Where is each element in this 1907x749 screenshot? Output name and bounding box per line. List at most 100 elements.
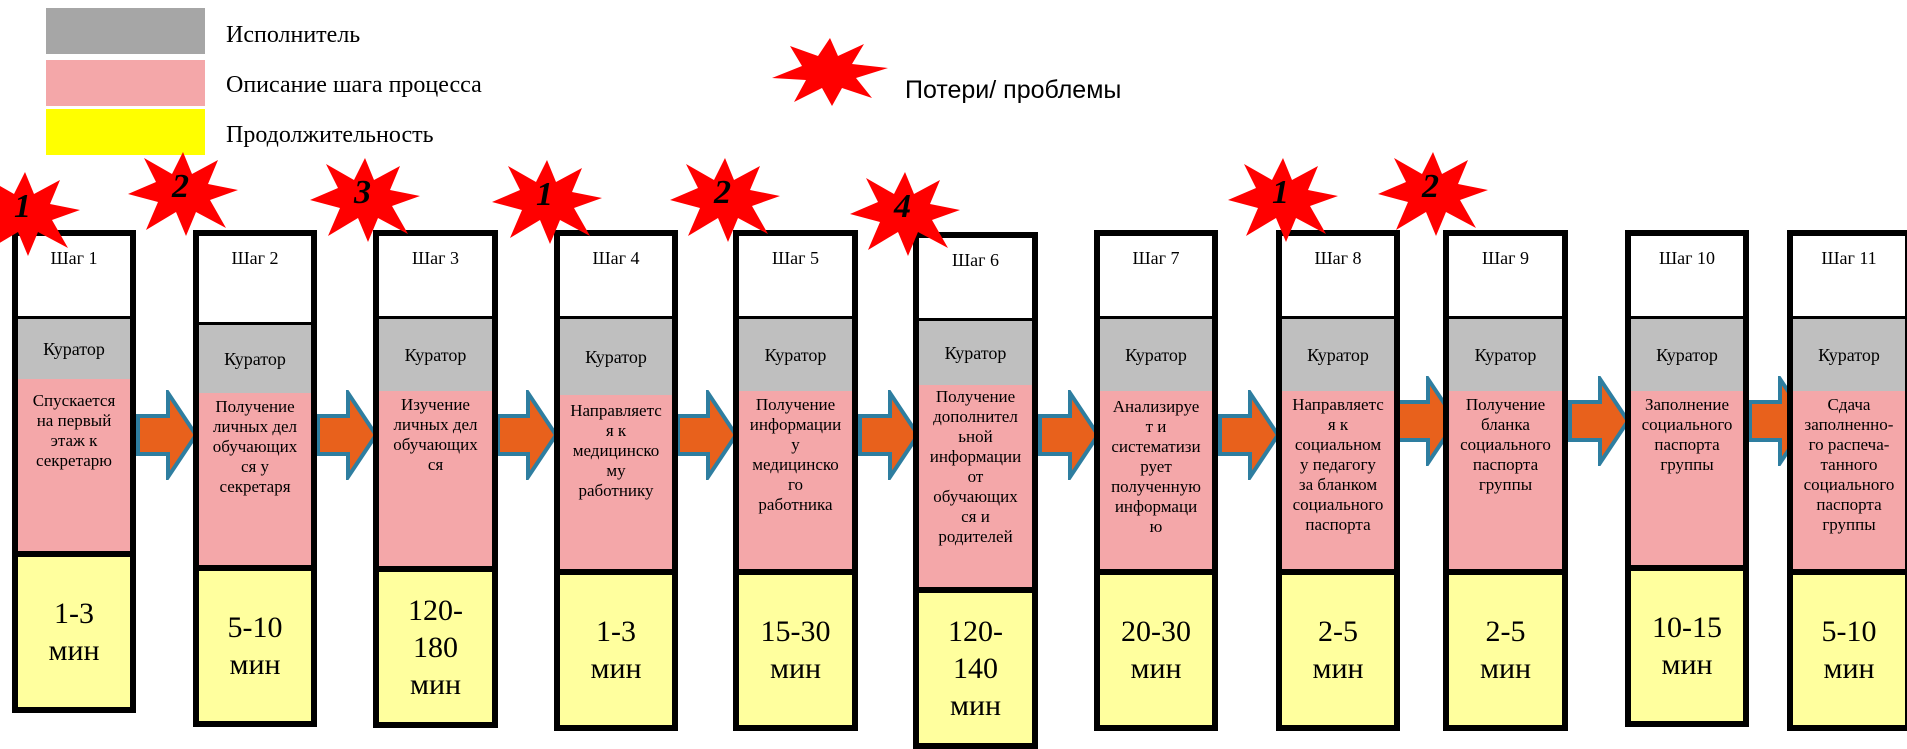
step-duration-line: 15-30 [760, 615, 831, 648]
step-actor: Куратор [1449, 319, 1562, 391]
step-description-line: медицинско [752, 455, 839, 474]
step-actor: Куратор [919, 321, 1032, 385]
step-description-line: социального [1292, 495, 1384, 514]
loss-burst-icon [1228, 158, 1338, 242]
step-duration-line: 120- [408, 593, 463, 627]
step-actor: Куратор [1631, 319, 1743, 391]
step-description-line: го распеча- [1808, 435, 1890, 454]
loss-legend-burst-icon [772, 38, 888, 106]
step-duration-line: 120- [948, 614, 1003, 648]
loss-burst-number: 3 [354, 174, 371, 211]
step-duration-line: мин [1661, 648, 1713, 681]
step-description-line: информации [749, 415, 842, 434]
step-description-line: социальном [1294, 435, 1382, 454]
step-description-line: паспорта [1472, 455, 1539, 474]
loss-burst-icon [1378, 152, 1488, 236]
step-divider [1100, 569, 1212, 575]
step-description-line: группы [1660, 455, 1714, 474]
step-divider [1100, 316, 1212, 319]
step-actor: Куратор [18, 319, 130, 379]
step-description-line: личных дел [393, 415, 478, 434]
loss-burst-number: 2 [1422, 168, 1439, 205]
step-title: Шаг 5 [771, 248, 820, 268]
step-duration-line: 2-5 [1485, 615, 1526, 648]
step-duration-line: мин [949, 688, 1002, 722]
step-actor: Куратор [1793, 319, 1905, 391]
step-description-line: Заполнение [1644, 395, 1730, 414]
step-description-line: ся у [240, 457, 270, 476]
loss-burst-number: 1 [1272, 174, 1289, 211]
step-description-line: у [791, 435, 800, 454]
step-divider [1793, 569, 1905, 575]
step-description-line: Получение [1465, 395, 1546, 414]
step-divider [18, 316, 130, 319]
legend-label-step-description: Описание шага процесса [226, 72, 482, 98]
step-description-line: группы [1822, 515, 1876, 534]
step-description-line: Анализируе [1112, 397, 1200, 416]
step-description-line: работника [758, 495, 833, 514]
step-title: Шаг 7 [1132, 248, 1180, 268]
step-divider [560, 569, 672, 575]
step-description-line: информаци [1114, 497, 1198, 516]
step-description-line: обучающих [393, 435, 478, 454]
step-title: Шаг 8 [1314, 248, 1362, 268]
step-title: Шаг 3 [411, 248, 460, 268]
step-description-line: танного [1820, 455, 1878, 474]
step-description-line: от [967, 467, 984, 486]
loss-burst-icon [0, 172, 80, 256]
loss-burst-icon [310, 158, 420, 242]
step-title: Шаг 9 [1481, 248, 1530, 268]
step-description-line: т и [1145, 417, 1167, 436]
step-title: Шаг 11 [1821, 248, 1877, 268]
step-actor: Куратор [1100, 319, 1212, 391]
flow-arrow-icon [496, 390, 558, 480]
step-description-line: Направляетс [1292, 395, 1384, 414]
step-description-line: социального [1803, 475, 1895, 494]
step-description-line: работнику [578, 481, 654, 500]
step-duration-line: 1-3 [54, 597, 94, 630]
step-description-line: ьной [958, 427, 993, 446]
step-description-line: ся и [961, 507, 990, 526]
step-description-line: секретаря [219, 477, 291, 496]
step-actor: Куратор [739, 319, 852, 391]
flow-arrow-icon [1568, 376, 1630, 466]
loss-burst-number: 2 [172, 168, 189, 205]
step-description-line: у педагогу [1300, 455, 1376, 474]
step-description-line: дополнител [933, 407, 1018, 426]
step-divider [379, 566, 492, 572]
step-duration-line: мин [590, 652, 642, 685]
step-description-line: рует [1140, 457, 1172, 476]
step-description-line: за бланком [1298, 475, 1378, 494]
step-divider [199, 322, 311, 325]
loss-burst-number: 1 [14, 188, 31, 225]
loss-burst-icon [850, 172, 960, 256]
step-description-line: го [787, 475, 804, 494]
loss-legend-label: Потери/ проблемы [905, 76, 1122, 104]
step-duration-line: 10-15 [1652, 611, 1722, 644]
step-title: Шаг 10 [1658, 248, 1716, 268]
step-description-line: полученную [1111, 477, 1201, 496]
step-duration-line: 180 [413, 630, 458, 664]
step-description-line: информации [929, 447, 1022, 466]
loss-burst-icon [492, 160, 602, 244]
